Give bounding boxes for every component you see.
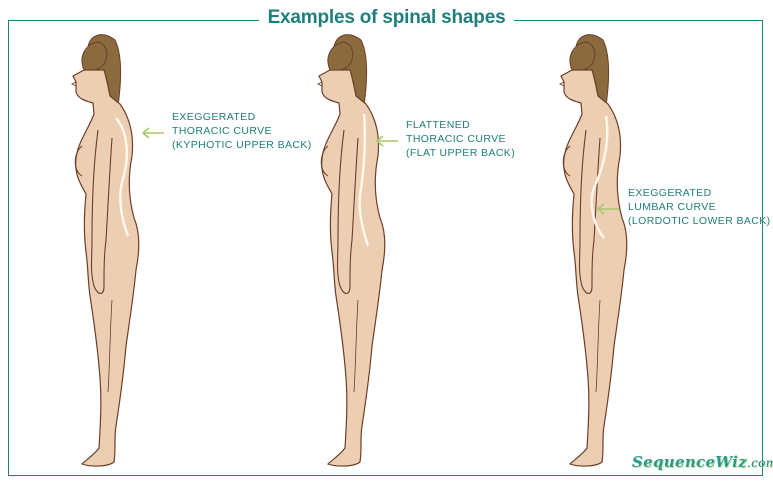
arrow-icon-2: [375, 135, 398, 147]
spine-curve-lordotic: [590, 115, 609, 239]
label-line: FLATTENED: [406, 119, 471, 131]
label-kyphotic: EXEGGERATED THORACIC CURVE (KYPHOTIC UPP…: [172, 110, 312, 152]
spine-curve-kyphotic: [115, 117, 130, 237]
label-line: (LORDOTIC LOWER BACK): [628, 215, 771, 227]
label-line: THORACIC CURVE: [172, 125, 272, 137]
label-line: LUMBAR CURVE: [628, 201, 717, 213]
logo-suffix: .com: [747, 456, 773, 470]
page-title: Examples of spinal shapes: [258, 7, 515, 29]
logo-name: SequenceWiz: [632, 453, 747, 471]
label-line: EXEGGERATED: [172, 111, 256, 123]
label-lordotic: EXEGGERATED LUMBAR CURVE (LORDOTIC LOWER…: [628, 186, 771, 228]
label-flat-back: FLATTENED THORACIC CURVE (FLAT UPPER BAC…: [406, 118, 515, 160]
figure-flat-back: [317, 34, 386, 467]
spine-curve-flat: [358, 113, 370, 247]
figure-lordotic: [559, 34, 628, 467]
label-line: THORACIC CURVE: [406, 133, 506, 145]
figure-kyphotic: [71, 34, 140, 467]
label-line: EXEGGERATED: [628, 187, 712, 199]
page-title-wrap: Examples of spinal shapes: [0, 7, 773, 29]
sequencewiz-logo[interactable]: SequenceWiz.com: [632, 453, 773, 471]
arrow-icon-1: [141, 127, 164, 139]
arrow-icon-3: [596, 203, 619, 215]
label-line: (KYPHOTIC UPPER BACK): [172, 139, 312, 151]
label-line: (FLAT UPPER BACK): [406, 147, 516, 159]
